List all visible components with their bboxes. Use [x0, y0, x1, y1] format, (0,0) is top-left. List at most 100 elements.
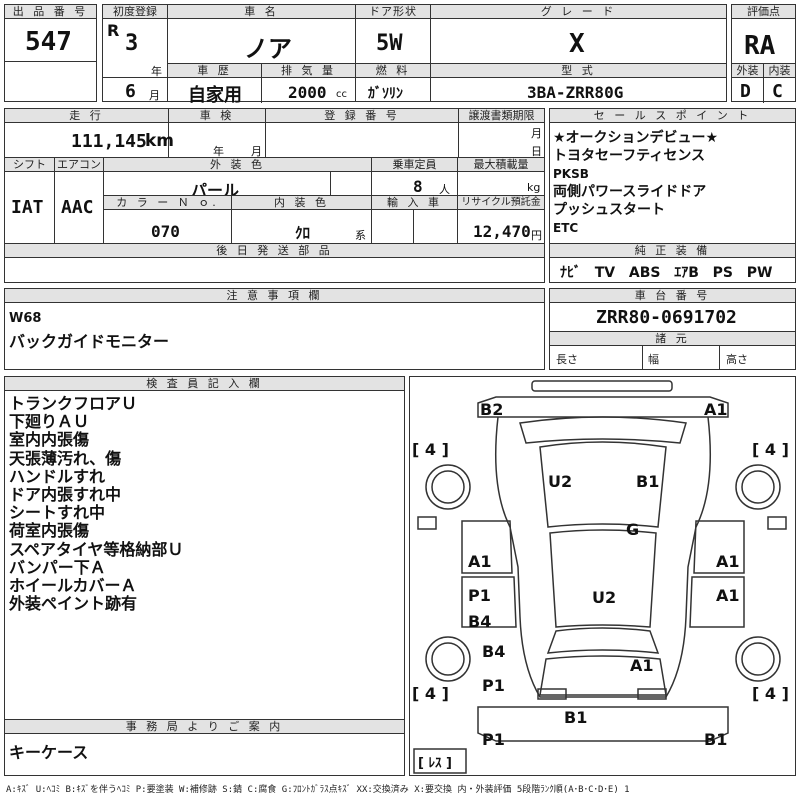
equipment-item: PW [746, 265, 773, 281]
mark-front-bumper: B1 [564, 708, 587, 727]
mirror-right [767, 516, 787, 530]
grade-label: グ レ ー ド [431, 5, 726, 19]
mileage-unit: km [145, 131, 175, 151]
mark-front-door-left-2: B4 [468, 612, 491, 631]
roof-front [549, 529, 657, 628]
notes-box: 注 意 事 項 欄 W68 バックガイドモニター [4, 288, 545, 370]
front-bumper-shape [477, 706, 729, 742]
doors: 5W [376, 31, 403, 56]
insp-month-unit: 月 [251, 145, 262, 158]
first-reg-divider [103, 77, 167, 78]
row2-v3 [458, 109, 459, 157]
mark-roof-front: U2 [592, 588, 616, 607]
inspector-line: 天張薄汚れ、傷 [9, 448, 122, 468]
mark-front-fender-left: B4 [482, 642, 505, 661]
row2-h1 [5, 157, 544, 158]
chassis-box: 車 台 番 号 ZRR80-0691702 諸 元 長さ 幅 高さ [549, 288, 796, 370]
diagram-marks: B2 A1 [ 4 ] [ 4 ] U2 B1 G A1 A1 P1 A1 B4… [412, 400, 789, 771]
inspector-label: 検 査 員 記 入 欄 [5, 377, 404, 391]
first-reg-label: 初度登録 [103, 5, 167, 19]
header-table: 出 品 番 号 547 初度登録 R 3 年 6 月 車 名 ノア 車 歴 排 … [4, 4, 796, 106]
left-rear-door-shape [461, 520, 513, 574]
rear-bumper-top [531, 380, 673, 392]
inspector-line: 下廻りＡＵ [9, 412, 90, 432]
notes-line: W68 [9, 311, 42, 326]
year-unit: 年 [151, 65, 162, 78]
sales-list: ★オークションデビュー★ トヨタセーフティセンス PKSB 両側パワースライドド… [553, 129, 718, 237]
insp-year-unit: 年 [213, 145, 224, 158]
equipment-item: ﾅﾋﾞ [560, 265, 581, 281]
row2-v6 [371, 157, 372, 243]
row2-h2 [103, 195, 544, 196]
row2-v10 [413, 210, 414, 243]
body-outline [494, 416, 712, 698]
rear-glass [519, 416, 687, 444]
score-vdivider [763, 63, 764, 103]
mark-front-right-corner: B1 [704, 730, 727, 749]
doors-label: ドア形状 [356, 5, 430, 19]
width-label: 幅 [648, 353, 659, 366]
capacity-unit: 人 [439, 183, 450, 196]
ac-label: エアコン [55, 158, 103, 172]
colorno-label: カ ラ ー Ｎ ｏ. [104, 196, 231, 210]
displacement-label: 排 気 量 [262, 64, 355, 78]
row2-v8 [330, 172, 331, 195]
score-cell: 評価点 RA 外装 内装 D C [731, 4, 796, 103]
equipment-item: ｴｱB [674, 265, 699, 281]
sales-point: ETC [553, 221, 579, 235]
row2-v1 [168, 109, 169, 157]
inspector-line: シートすれ中 [9, 503, 106, 523]
equipment-label: 純 正 装 備 [550, 244, 795, 258]
height-label: 高さ [726, 353, 748, 366]
headlight-left [537, 688, 567, 700]
equipment-item: TV [594, 265, 616, 281]
right-rear-door-shape [693, 520, 745, 574]
mark-rear-door-right: A1 [716, 552, 740, 571]
car-name: ノア [244, 35, 292, 63]
mark-tire-rr: [ 4 ] [752, 440, 789, 459]
dims-v2 [719, 346, 720, 369]
history: 自家用 [188, 85, 242, 106]
car-diagram: B2 A1 [ 4 ] [ 4 ] U2 B1 G A1 A1 P1 A1 B4… [412, 380, 789, 774]
doors-divider [356, 63, 430, 64]
row2-v5 [103, 157, 104, 243]
fuel-label: 燃 料 [356, 64, 430, 78]
notes-label: 注 意 事 項 欄 [5, 289, 544, 303]
wheel-fl [425, 636, 471, 682]
intcolor: ｸﾛ [295, 224, 311, 242]
inspector-line: トランクフロアＵ [9, 394, 138, 413]
import-label: 輸 入 車 [372, 196, 457, 210]
equipment-item: PS [712, 265, 733, 281]
score: RA [744, 31, 776, 61]
model-label: 型 式 [431, 64, 726, 78]
sales-point: トヨタセーフティセンス [553, 148, 706, 164]
intcolor-label: 内 装 色 [232, 196, 371, 210]
detail-table: 走 行 車 検 登 録 番 号 譲渡書類期限 111,145 km 年 月 月 … [4, 108, 545, 283]
era: R [107, 21, 120, 40]
row2-v9 [231, 195, 232, 243]
inspection-label: 車 検 [169, 109, 265, 123]
lot-cell: 出 品 番 号 547 [4, 4, 97, 102]
row2-v2 [265, 109, 266, 157]
inspector-list: トランクフロアＵ 下廻りＡＵ 室内内張傷 天張薄汚れ、傷 ハンドルすれ ドア内張… [9, 394, 184, 613]
row2-v4 [54, 157, 55, 243]
mark-tire-rl: [ 4 ] [412, 440, 449, 459]
ext-score: D [740, 81, 751, 102]
mark-hood: A1 [630, 656, 654, 675]
int-label: 内装 [764, 64, 795, 78]
car-name-label: 車 名 [168, 5, 355, 19]
office-divider [5, 719, 404, 720]
grade: X [569, 29, 585, 59]
mark-front-fender-left-2: P1 [482, 676, 505, 695]
displacement: 2000 [288, 83, 327, 102]
first-reg-cell: 初度登録 R 3 年 6 月 [102, 4, 168, 102]
lot-number: 547 [25, 27, 72, 57]
windshield [546, 627, 660, 654]
fuel: ｶﾞｿﾘﾝ [368, 86, 403, 102]
capacity-label: 乗車定員 [372, 158, 457, 172]
inspector-line: スペアタイヤ等格納部Ｕ [9, 539, 184, 559]
chassis-number: ZRR80-0691702 [596, 307, 737, 328]
mark-tire-fr: [ 4 ] [752, 684, 789, 703]
mark-tire-fl: [ 4 ] [412, 684, 449, 703]
dims-v1 [642, 346, 643, 369]
